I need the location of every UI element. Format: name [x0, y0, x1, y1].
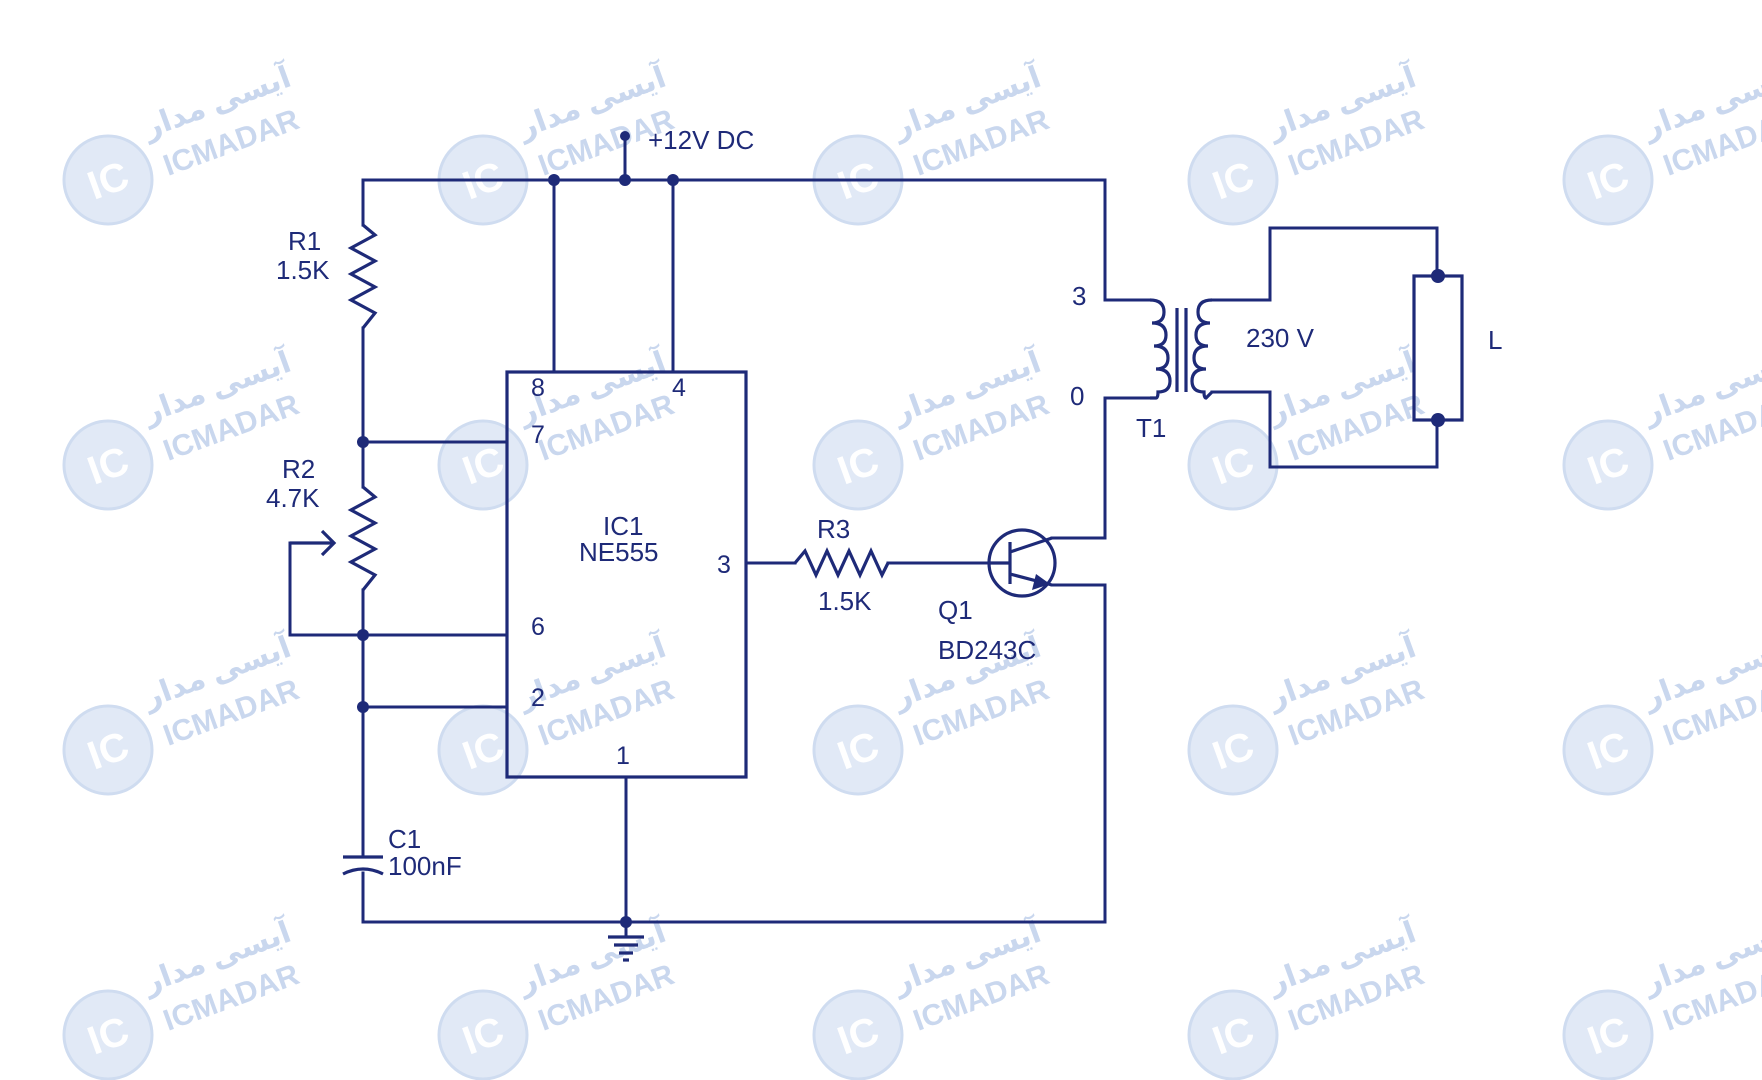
- lamp-l1: L: [1412, 269, 1502, 427]
- ic1-pin-6: 6: [531, 613, 545, 641]
- r3-value: 1.5K: [818, 586, 872, 616]
- t1-secondary-voltage: 230 V: [1246, 323, 1315, 353]
- ic1-pin-3: 3: [717, 551, 731, 579]
- capacitor-c1: C1 100nF: [342, 824, 462, 881]
- transformer-t1: 3 0 T1 230 V: [1070, 281, 1315, 443]
- ic1-pin-4: 4: [672, 374, 686, 402]
- ic1-pin-7: 7: [531, 421, 545, 449]
- potentiometer-r2: R2 4.7K: [266, 454, 379, 591]
- ground-symbol: [608, 935, 644, 962]
- t1-tap-0: 0: [1070, 381, 1084, 411]
- ic1-pin-2: 2: [531, 684, 545, 712]
- r3-ref: R3: [817, 514, 850, 544]
- ic1-part: NE555: [579, 537, 659, 567]
- t1-tap-3: 3: [1072, 281, 1086, 311]
- c1-value: 100nF: [388, 851, 462, 881]
- junction-dots: [357, 131, 679, 928]
- ic1-ref: IC1: [603, 511, 643, 541]
- ic1-pin-1: 1: [616, 742, 630, 770]
- c1-ref: C1: [388, 824, 421, 854]
- r2-ref: R2: [282, 454, 315, 484]
- resistor-r3: R3 1.5K: [793, 514, 890, 616]
- r1-value: 1.5K: [276, 255, 330, 285]
- ic1-pin-8: 8: [531, 374, 545, 402]
- transistor-q1: Q1 BD243C: [938, 528, 1057, 665]
- wires: [288, 136, 1439, 937]
- r2-value: 4.7K: [266, 483, 320, 513]
- t1-ref: T1: [1136, 413, 1166, 443]
- lamp-ref: L: [1488, 325, 1502, 355]
- q1-ref: Q1: [938, 595, 973, 625]
- resistor-r1: R1 1.5K: [276, 223, 379, 329]
- ic1-ne555: 8 4 7 6 2 3 1 IC1 NE555: [505, 370, 748, 779]
- supply-label: +12V DC: [648, 125, 754, 155]
- r1-ref: R1: [288, 226, 321, 256]
- q1-part: BD243C: [938, 635, 1036, 665]
